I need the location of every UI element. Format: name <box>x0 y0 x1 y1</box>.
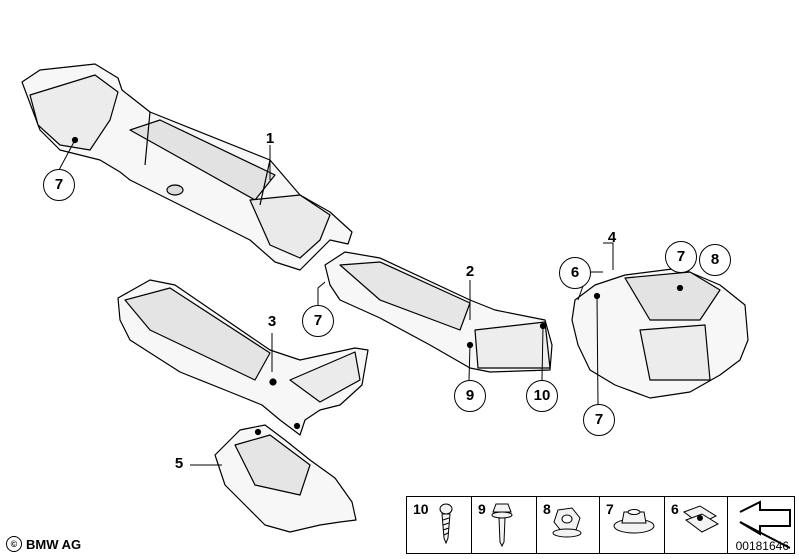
part-1-heat-shield <box>21 63 353 271</box>
brand-mark: © BMW AG <box>6 536 81 552</box>
legend-num-10: 10 <box>413 501 429 517</box>
ref-circle-7-top-left[interactable]: 7 <box>43 169 75 201</box>
ref-circle-9[interactable]: 9 <box>454 380 486 412</box>
callout-part-5[interactable]: 5 <box>174 455 184 472</box>
legend-num-6: 6 <box>671 501 679 517</box>
part-4-muffler-shield <box>571 267 749 399</box>
ref-circle-10[interactable]: 10 <box>526 380 558 412</box>
legend-cell-10[interactable]: 10 <box>406 496 472 554</box>
brand-name: BMW AG <box>26 536 82 552</box>
callout-part-4[interactable]: 4 <box>607 229 617 246</box>
callout-part-3[interactable]: 3 <box>267 313 277 330</box>
ref-circle-7-middle[interactable]: 7 <box>302 305 334 337</box>
legend-cell-8[interactable]: 8 <box>536 496 600 554</box>
ref-circle-6[interactable]: 6 <box>559 257 591 289</box>
legend-cell-7[interactable]: 7 <box>599 496 665 554</box>
callout-part-1[interactable]: 1 <box>265 130 275 147</box>
part-3-y-shield <box>117 279 369 436</box>
legend-num-8: 8 <box>543 501 551 517</box>
document-number: 00181646 <box>735 539 789 553</box>
ref-circle-7-top-right[interactable]: 7 <box>665 241 697 273</box>
ref-circle-8[interactable]: 8 <box>699 244 731 276</box>
callout-part-2[interactable]: 2 <box>465 263 475 280</box>
ref-circle-7-bottom-right[interactable]: 7 <box>583 404 615 436</box>
legend-cell-9[interactable]: 9 <box>471 496 537 554</box>
part-5-small-shield <box>214 424 357 533</box>
legend-num-7: 7 <box>606 501 614 517</box>
legend-num-9: 9 <box>478 501 486 517</box>
copyright-icon: © <box>6 536 22 552</box>
legend-cell-6[interactable]: 6 <box>664 496 728 554</box>
